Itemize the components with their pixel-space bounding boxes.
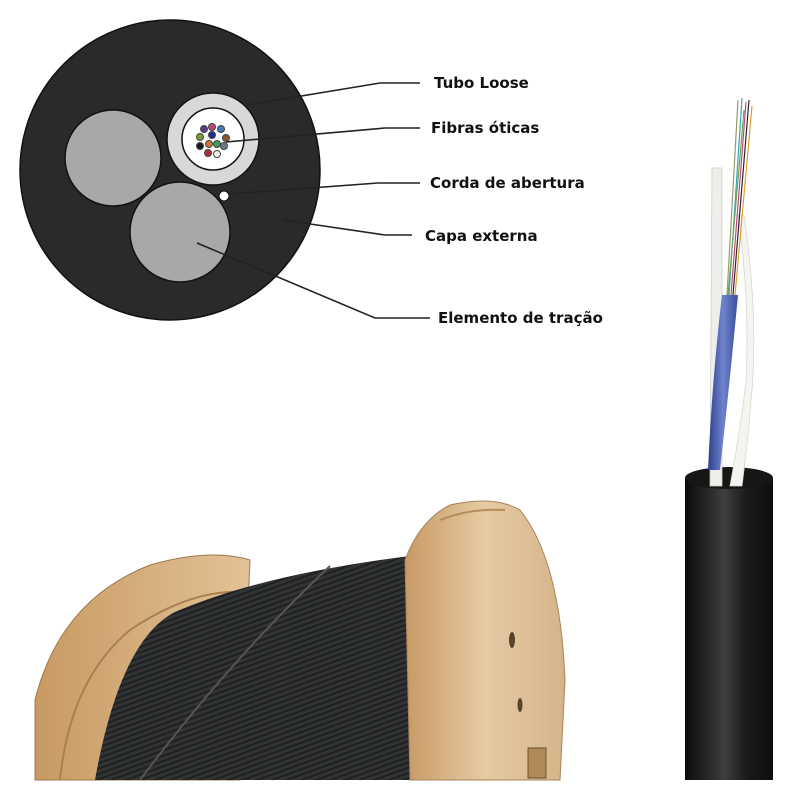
optical-fibers <box>196 123 230 158</box>
leader-lines <box>196 82 430 319</box>
loose-tube-core <box>181 107 245 171</box>
strength-member-bottom <box>129 181 231 283</box>
label-capa-externa: Capa externa <box>425 227 538 245</box>
label-tubo-loose: Tubo Loose <box>434 74 529 92</box>
label-fibras-oticas: Fibras óticas <box>431 119 540 137</box>
cable-cutaway-photo <box>685 97 773 780</box>
outer-jacket <box>19 19 321 321</box>
cable-spool-photo <box>34 500 566 781</box>
label-corda-de-abertura: Corda de abertura <box>430 174 585 192</box>
label-elemento-de-tracao: Elemento de tração <box>438 309 603 327</box>
strength-member-left <box>64 109 162 207</box>
rip-cord <box>218 190 230 202</box>
